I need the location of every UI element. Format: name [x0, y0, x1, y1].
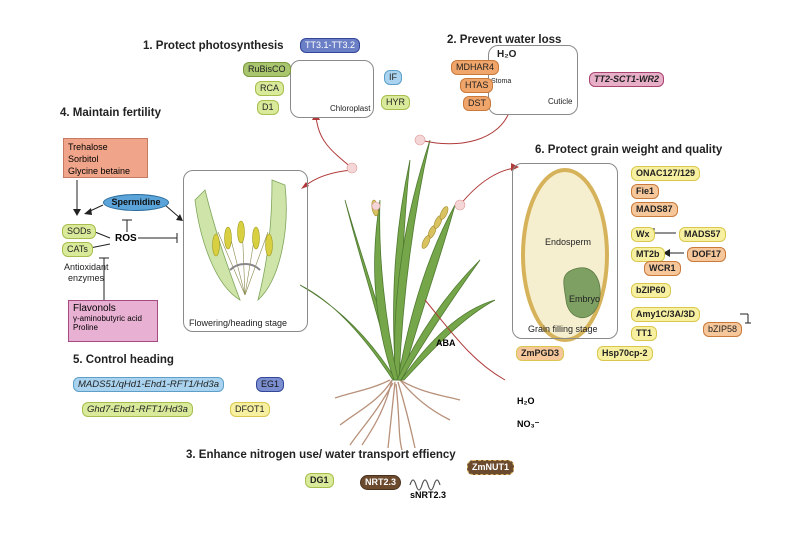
flavonols-label: Flavonols: [73, 303, 116, 314]
antioxidant-label-1: Antioxidant: [64, 262, 109, 272]
h2o-label-root: H₂O: [517, 396, 535, 406]
section-title-water-loss: 2. Prevent water loss: [447, 34, 562, 46]
antioxidant-label-2: enzymes: [68, 273, 105, 283]
gene-mads87: MADS87: [631, 202, 678, 217]
gene-rubisco: RuBisCO: [243, 62, 291, 77]
cuticle-label: Cuticle: [548, 97, 573, 106]
gene-dst: DST: [463, 96, 491, 111]
flavonols-box: Flavonols γ-aminobutyric acid Proline: [68, 300, 158, 342]
pathway-mads51: MADS51/qHd1-Ehd1-RFT1/Hd3a: [73, 377, 224, 392]
gene-eg1: EG1: [256, 377, 285, 392]
gene-dof17: DOF17: [687, 247, 727, 262]
gene-zmpgd3: ZmPGD3: [516, 346, 565, 361]
gene-tt31: TT3.1-TT3.2: [300, 38, 361, 53]
enzyme-cats: CATs: [62, 242, 93, 257]
enzyme-sods: SODs: [62, 224, 97, 239]
gene-bzip60: bZIP60: [631, 283, 671, 298]
chloroplast-panel: [290, 60, 374, 118]
gene-rca: RCA: [255, 81, 285, 96]
flavonols-gaba: γ-aminobutyric acid: [73, 314, 142, 323]
grain-stage-label: Grain filling stage: [528, 324, 598, 334]
gene-nrt23: NRT2.3: [360, 475, 402, 490]
gene-mdhar4: MDHAR4: [451, 60, 500, 75]
red-arrows: [304, 109, 516, 381]
gene-tt1: TT1: [631, 326, 658, 341]
gene-zmnut1: ZmNUT1: [467, 460, 515, 475]
no3-label-root: NO₃⁻: [517, 419, 540, 429]
gene-bzip58: bZIP58: [703, 322, 743, 337]
gene-if: IF: [384, 70, 402, 85]
section-title-grain: 6. Protect grain weight and quality: [535, 144, 723, 156]
gene-wcr1: WCR1: [644, 261, 681, 276]
gene-tt2: TT2-SCT1-WR2: [589, 72, 664, 87]
gene-hsp: Hsp70cp-2: [597, 346, 653, 361]
gene-snrt23: sNRT2.3: [410, 490, 447, 500]
gene-mads57: MADS57: [679, 227, 726, 242]
aba-label: ABA: [436, 338, 456, 348]
gene-mt2b: MT2b: [631, 247, 665, 262]
grain-drawing: [521, 168, 609, 342]
plant-leaves: [299, 139, 496, 381]
pathway-ghd7: Ghd7-Ehd1-RFT1/Hd3a: [82, 402, 193, 417]
cuticle-panel: [488, 45, 578, 115]
section-title-nitrogen: 3. Enhance nitrogen use/ water transport…: [186, 449, 456, 461]
gene-htas: HTAS: [460, 78, 494, 93]
gene-amy: Amy1C/3A/3D: [631, 307, 701, 322]
section-title-fertility: 4. Maintain fertility: [60, 107, 161, 119]
plant-roots: [334, 379, 461, 451]
section-title-photosynthesis: 1. Protect photosynthesis: [143, 40, 284, 52]
gene-dg1: DG1: [305, 473, 334, 488]
embryo-label: Embryo: [569, 294, 601, 304]
flower-drawing: [194, 179, 287, 302]
h2o-label-leaf: H₂O: [497, 49, 517, 60]
fertility-arrows: [76, 180, 181, 300]
osmolyte-sorbitol: Sorbitol: [68, 154, 99, 164]
gene-dfot1: DFOT1: [230, 402, 270, 417]
osmolyte-box: Trehalose Sorbitol Glycine betaine: [63, 138, 148, 178]
grain-panel: [512, 163, 618, 339]
stoma-label: Stoma: [491, 78, 512, 85]
gene-hyr: HYR: [381, 95, 411, 110]
chloroplast-label: Chloroplast: [330, 104, 371, 113]
flavonols-proline: Proline: [73, 323, 98, 332]
flower-panel: [183, 170, 308, 332]
section-title-heading: 5. Control heading: [73, 354, 174, 366]
gene-wx: Wx: [631, 227, 655, 242]
gene-fie1: Fie1: [631, 184, 660, 199]
endosperm-label: Endosperm: [545, 237, 592, 247]
osmolyte-glycine: Glycine betaine: [68, 166, 131, 176]
flower-stage-label: Flowering/heading stage: [189, 318, 288, 328]
ros-label: ROS: [115, 233, 137, 244]
osmolyte-trehalose: Trehalose: [68, 142, 108, 152]
spermidine-badge: Spermidine: [103, 194, 169, 211]
snrt-coil: [409, 479, 441, 491]
gene-d1: D1: [257, 100, 279, 115]
gene-onac: ONAC127/129: [631, 166, 701, 181]
